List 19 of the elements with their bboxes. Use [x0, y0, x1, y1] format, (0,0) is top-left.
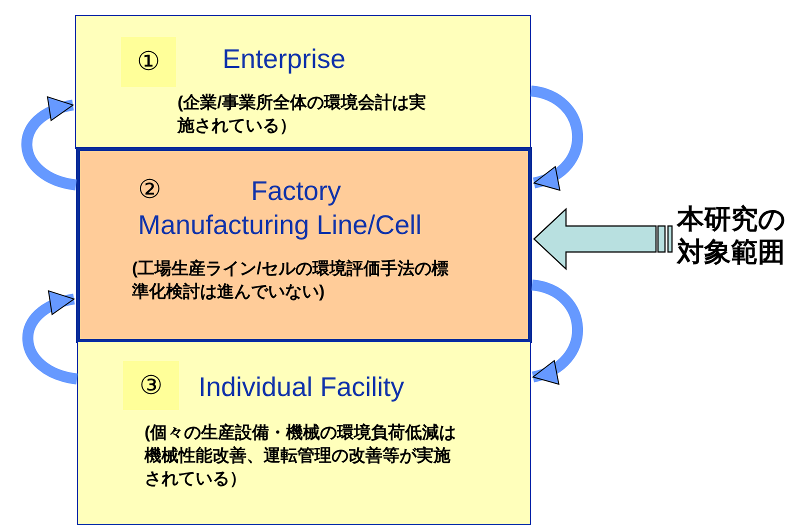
note-text: (工場生産ライン/セルの環境評価手法の標準化検討は進んでいない) — [132, 258, 450, 303]
level-box — [75, 15, 531, 149]
note-text: (個々の生産設備・機械の環境負荷低減は機械性能改善、運転管理の改善等が実施されている） — [144, 422, 456, 490]
scope-label: 本研究の対象範囲 — [677, 203, 795, 269]
note-text: (企業/事業所全体の環境会計は実施されている） — [178, 92, 427, 136]
number-badge: ① — [121, 37, 176, 87]
level-subtitle: Manufacturing Line/Cell — [138, 209, 423, 241]
level-title: Individual Facility — [198, 370, 406, 402]
block-arrow — [533, 208, 673, 270]
highlighted-level-box — [76, 147, 532, 343]
level-box — [77, 341, 531, 525]
number-label: ② — [138, 175, 162, 205]
level-title: Enterprise — [222, 42, 347, 74]
curved-arrow — [530, 86, 583, 188]
level-title: Factory — [251, 175, 342, 207]
number-badge: ③ — [123, 361, 179, 410]
curved-arrow — [530, 280, 583, 382]
curved-arrow — [21, 98, 78, 190]
curved-arrow — [22, 292, 78, 384]
